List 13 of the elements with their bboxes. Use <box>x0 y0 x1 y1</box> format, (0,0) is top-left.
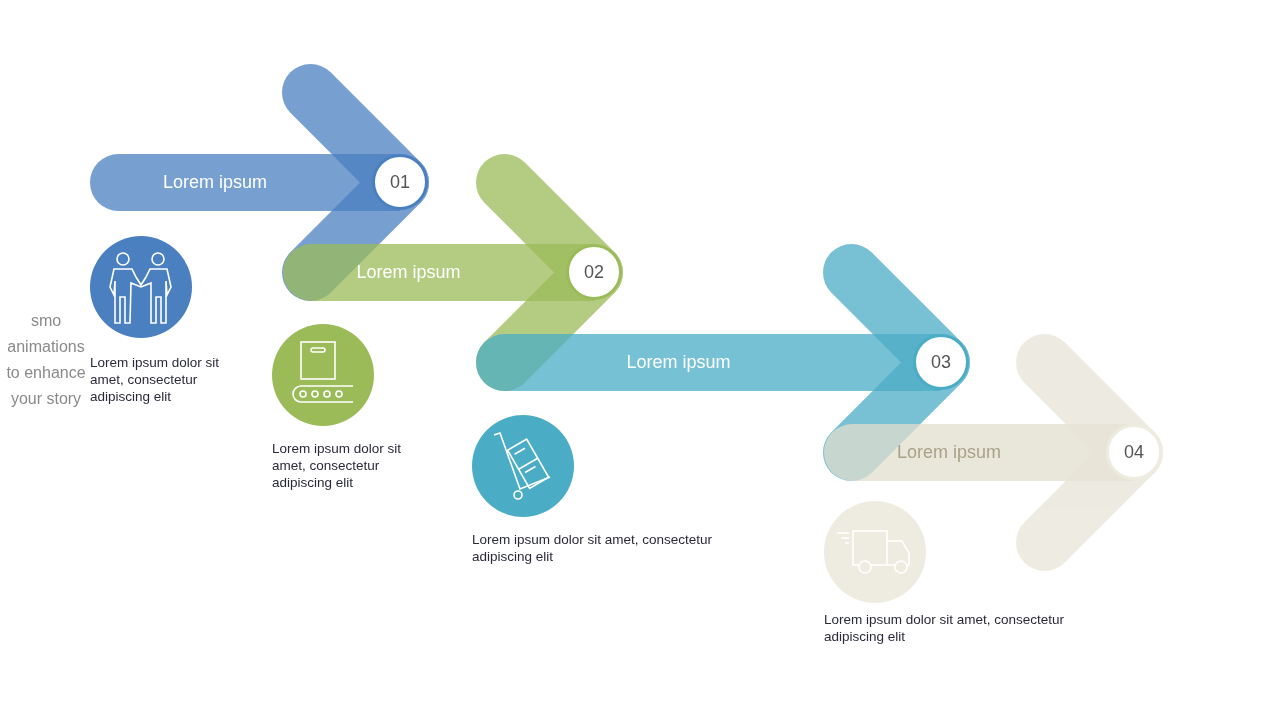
step-number: 04 <box>1124 441 1144 463</box>
step-title: Lorem ipsum <box>896 441 1001 463</box>
step-title: Lorem ipsum <box>356 261 461 283</box>
note-text: smo animations to enhance your story <box>5 311 87 409</box>
description-text: Lorem ipsum dolor sit amet, consectetur adipiscing elit <box>90 354 221 405</box>
step-title: Lorem ipsum <box>162 171 267 193</box>
step-title: Lorem ipsum <box>626 351 731 373</box>
description-text: Lorem ipsum dolor sit amet, consectetur adipiscing elit <box>272 440 403 491</box>
description-text: Lorem ipsum dolor sit amet, consectetur adipiscing elit <box>824 611 1066 645</box>
step-number: 01 <box>390 171 410 193</box>
step-number: 02 <box>584 261 604 283</box>
description-text: Lorem ipsum dolor sit amet, consectetur adipiscing elit <box>472 531 714 565</box>
step-number: 03 <box>931 351 951 373</box>
